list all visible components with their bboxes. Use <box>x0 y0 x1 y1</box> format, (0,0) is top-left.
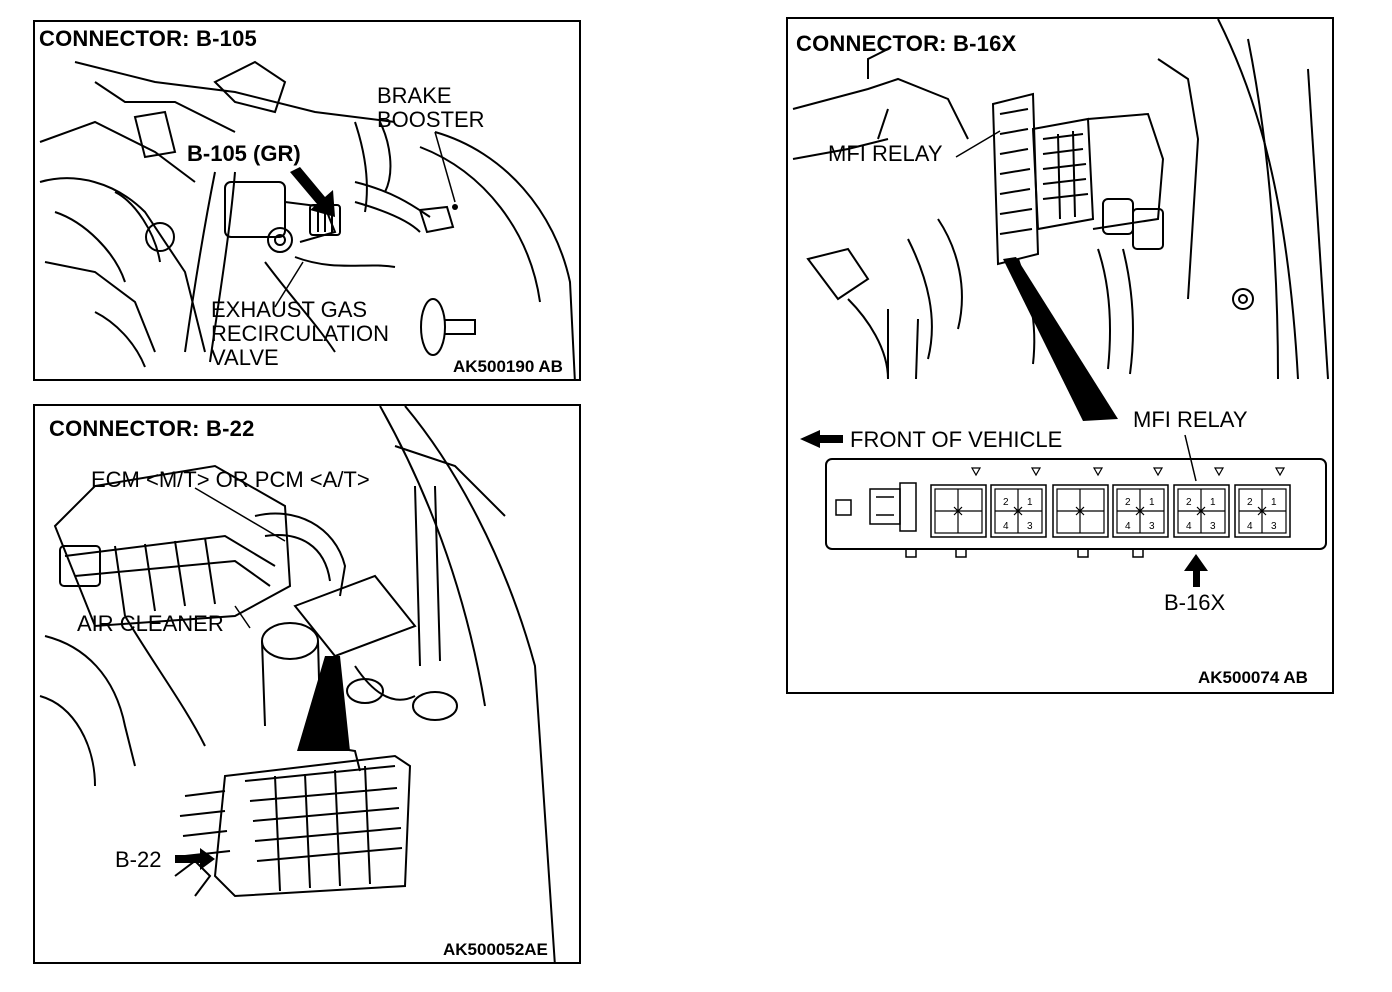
relay-pin-number: 4 <box>1125 521 1131 532</box>
egr-valve-label-line2: RECIRCULATION <box>211 321 390 346</box>
panel-connector-b105: CONNECTOR: B-105 BRAKE BOOSTER B-105 (GR… <box>33 20 581 381</box>
relay-slot: 2 1 4 3 <box>1234 467 1291 538</box>
air-cleaner-label: AIR CLEANER <box>77 611 224 636</box>
brake-booster-label-line2: BOOSTER <box>377 107 485 132</box>
panel-connector-b22: CONNECTOR: B-22 ECM <M/T> OR PCM <A/T> A… <box>33 404 581 964</box>
front-of-vehicle-label: FRONT OF VEHICLE <box>850 427 1063 452</box>
relay-pin-number: 1 <box>1149 497 1155 508</box>
triangle-marker-icon <box>1152 467 1164 477</box>
relay-slots: 2 1 4 3 2 1 4 3 2 1 4 3 2 1 4 3 <box>930 467 1291 538</box>
relay-pin-number: 2 <box>1125 497 1131 508</box>
relay-pin-number: 1 <box>1210 497 1216 508</box>
relay-pin-number: 4 <box>1003 521 1009 532</box>
mfi-relay-box-label: MFI RELAY <box>1133 407 1248 432</box>
relay-box-schematic <box>825 458 1327 550</box>
relay-slot: 2 1 4 3 <box>1112 467 1169 538</box>
connector-b16x-label: B-16X <box>1164 590 1226 615</box>
relay-pin-number: 3 <box>1149 521 1155 532</box>
relay-pin-number: 2 <box>1003 497 1009 508</box>
mfi-relay-top-label: MFI RELAY <box>828 141 943 166</box>
figure-code: AK500074 AB <box>1198 668 1308 687</box>
relay-pin-number: 4 <box>1186 521 1192 532</box>
figure-code: AK500190 AB <box>453 357 563 376</box>
relay-pin-number: 2 <box>1186 497 1192 508</box>
triangle-marker-icon <box>1213 467 1225 477</box>
relay-pin-number: 4 <box>1247 521 1253 532</box>
relay-pin-number: 1 <box>1027 497 1033 508</box>
b105-illustration <box>39 60 576 379</box>
relay-slot <box>930 467 987 538</box>
panel-connector-b16x: 2 1 4 3 2 1 4 3 2 1 4 3 2 1 4 3 CONNECTOR: B-16X MFI RE… <box>786 17 1334 694</box>
triangle-marker-icon <box>1092 467 1104 477</box>
b16x-illustration: 2 1 4 3 2 1 4 3 2 1 4 3 2 1 4 3 <box>792 19 1329 587</box>
ecm-pcm-label: ECM <M/T> OR PCM <A/T> <box>91 467 370 492</box>
relay-slot: 2 1 4 3 <box>990 467 1047 538</box>
egr-valve-label-line3: VALVE <box>211 345 279 370</box>
relay-pin-number: 3 <box>1271 521 1277 532</box>
panel-title: CONNECTOR: B-16X <box>796 31 1017 56</box>
triangle-marker-icon <box>1274 467 1286 477</box>
relay-pin-number: 3 <box>1210 521 1216 532</box>
relay-pin-number: 1 <box>1271 497 1277 508</box>
panel-title: CONNECTOR: B-105 <box>39 26 257 51</box>
relay-pin-number: 2 <box>1247 497 1253 508</box>
b22-illustration <box>39 406 556 962</box>
triangle-marker-icon <box>1030 467 1042 477</box>
front-arrow-icon <box>800 430 843 448</box>
triangle-marker-icon <box>970 467 982 477</box>
brake-booster-label-line1: BRAKE <box>377 83 452 108</box>
figure-code: AK500052AE <box>443 940 548 959</box>
connector-b22-label: B-22 <box>115 847 162 872</box>
relay-slot: 2 1 4 3 <box>1173 467 1230 538</box>
egr-valve-label-line1: EXHAUST GAS <box>211 297 368 322</box>
connector-b105-label: B-105 (GR) <box>187 141 301 166</box>
relay-slot <box>1052 467 1109 538</box>
panel-title: CONNECTOR: B-22 <box>49 416 255 441</box>
relay-pin-number: 3 <box>1027 521 1033 532</box>
